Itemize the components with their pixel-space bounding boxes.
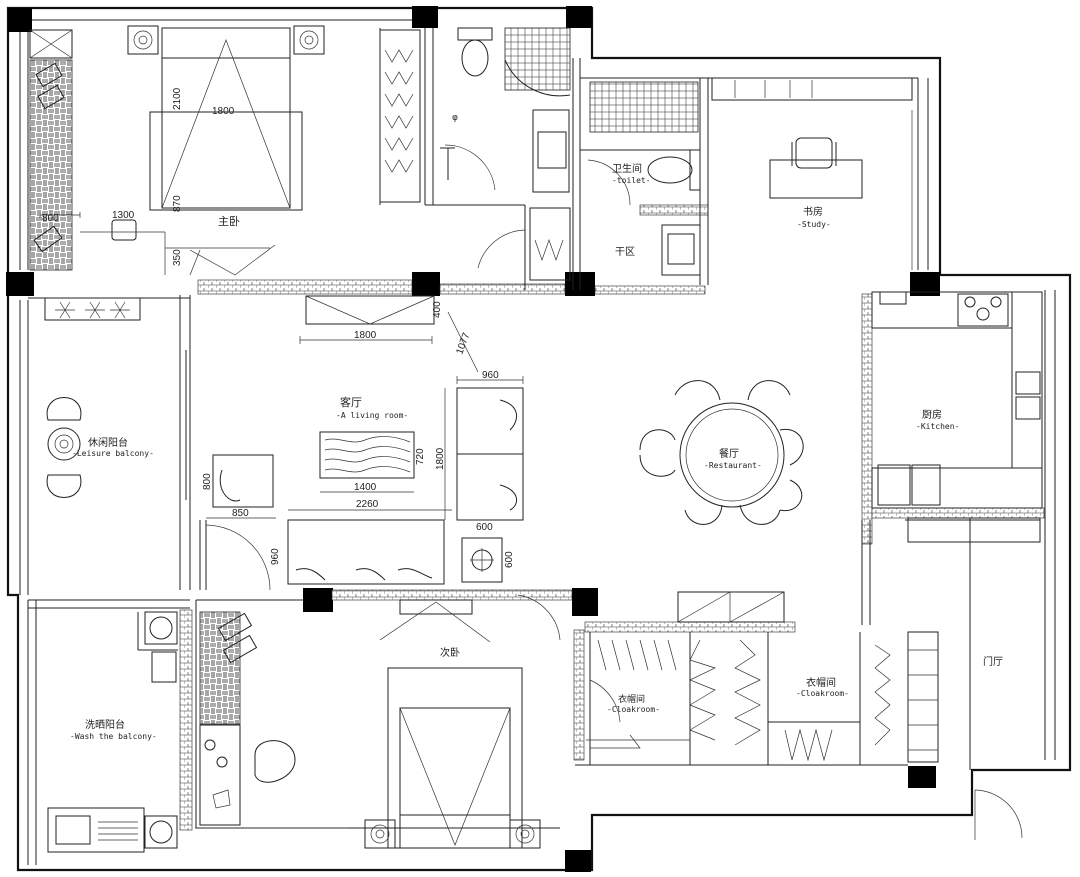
- leisure-balcony: 休闲阳台 -Leisure balcony-: [44, 297, 187, 500]
- svg-text:φ: φ: [452, 113, 458, 123]
- room-label-kitchen: 厨房: [922, 408, 942, 421]
- toilet-icon: [647, 149, 701, 191]
- dim-master-1300: 1300: [112, 210, 135, 221]
- living-room: 1800 400 1077 960 1800 720 1400 800 850 …: [199, 295, 524, 591]
- dim-tv-depth: 400: [432, 301, 443, 318]
- room-label-study-en: -Study-: [797, 220, 831, 229]
- master-bathroom: φ: [440, 27, 571, 281]
- dim-rug-width: 1400: [354, 482, 377, 493]
- dim-master-350: 350: [172, 249, 183, 266]
- washing-machine-icon: [144, 611, 178, 849]
- dining-table: [679, 402, 785, 508]
- desk-chair-icon: [80, 219, 270, 275]
- room-label-second-bedroom: 次卧: [440, 646, 460, 659]
- dim-rug-height: 720: [415, 448, 426, 465]
- room-label-master-bedroom: 主卧: [218, 215, 240, 228]
- dim-sofa-length: 1800: [435, 447, 446, 470]
- dim-master-870: 870: [172, 195, 183, 212]
- cloakroom-2: 衣帽间 -Cloakroom-: [734, 631, 939, 763]
- plant-icon: [55, 301, 130, 319]
- dim-armchair-width: 850: [232, 508, 249, 519]
- dim-sofa-depth: 960: [482, 370, 499, 381]
- side-table: [461, 537, 503, 583]
- structural-columns: [6, 6, 940, 872]
- room-label-cloakroom-2: 衣帽间: [806, 676, 836, 689]
- dry-area: 干区: [615, 224, 701, 276]
- room-label-dry-area: 干区: [615, 246, 635, 258]
- second-bedroom: 次卧: [195, 594, 561, 849]
- study-room: 书房 -Study-: [711, 77, 913, 270]
- master-bedroom: 800 1300 1800 2100 870 350 主卧: [29, 25, 421, 276]
- room-label-cloakroom-1: 衣帽间: [618, 693, 645, 705]
- coffee-table-icon: [47, 427, 81, 461]
- dim-diagonal: 1077: [454, 331, 472, 356]
- dining-room: 餐厅 -Restaurant-: [639, 380, 804, 623]
- tv-cabinet: [305, 295, 435, 325]
- room-label-living-room-en: -A living room-: [336, 411, 408, 420]
- room-label-cloakroom-1-en: -Cloakroom-: [607, 705, 660, 714]
- cloakroom-1: 衣帽间 -Cloakroom-: [586, 639, 716, 749]
- stove-icon: [957, 293, 1009, 327]
- master-bed: [149, 27, 303, 211]
- office-chair-icon: [791, 137, 837, 169]
- nightstand-icon: [364, 819, 541, 849]
- dim-bottom-sofa-depth: 960: [270, 548, 281, 565]
- shower-icon: [504, 27, 571, 97]
- room-label-foyer: 门厅: [983, 655, 1003, 668]
- room-label-study: 书房: [803, 205, 823, 218]
- toilet-room: 卫生间 -toilet-: [587, 81, 701, 206]
- armchair-icon: [254, 740, 296, 783]
- sink-icon: [532, 109, 570, 193]
- armchair: [212, 454, 274, 508]
- lounge-chair-icon: [217, 612, 258, 664]
- dim-tv-width: 1800: [354, 330, 377, 341]
- dressing-table: [199, 724, 241, 826]
- dining-chair-icon: [639, 380, 804, 525]
- room-label-dining-room-en: -Restaurant-: [704, 461, 762, 470]
- area-rug: [319, 431, 415, 479]
- second-bed: [387, 667, 523, 849]
- room-label-leisure-balcony: 休闲阳台: [88, 436, 128, 449]
- sink-icon: [661, 224, 701, 276]
- room-label-kitchen-en: -Kitchen-: [916, 422, 959, 431]
- dim-side-table-h: 600: [504, 551, 515, 568]
- lounge-chair-icon: [46, 397, 82, 498]
- sink-icon: [1015, 371, 1041, 420]
- outer-walls: [6, 6, 1072, 872]
- dim-master-bed-length: 2100: [172, 87, 183, 110]
- room-label-toilet: 卫生间: [612, 162, 642, 175]
- room-label-wash-balcony: 洗晒阳台: [85, 718, 125, 731]
- sofa-bottom: [287, 519, 445, 585]
- room-label-cloakroom-2-en: -Cloakroom-: [796, 689, 849, 698]
- dim-living-total: 2260: [356, 499, 379, 510]
- room-label-toilet-en: -toilet-: [612, 176, 651, 185]
- sink-icon: [47, 807, 145, 853]
- dim-armchair-height: 800: [202, 473, 213, 490]
- dim-side-table-w: 600: [476, 522, 493, 533]
- room-label-leisure-balcony-en: -Leisure balcony-: [72, 449, 154, 458]
- toilet-icon: [457, 27, 493, 77]
- wash-balcony: 洗晒阳台 -Wash the balcony-: [47, 611, 178, 853]
- sofa-right: [456, 387, 524, 521]
- foyer: 门厅: [905, 517, 1041, 840]
- dim-master-bed-width: 1800: [212, 106, 235, 117]
- nightstand-icon: [127, 25, 325, 55]
- kitchen: 厨房 -Kitchen-: [871, 291, 1043, 509]
- dim-master-800: 800: [42, 213, 59, 224]
- wardrobe-icon: [379, 29, 421, 203]
- room-label-wash-balcony-en: -Wash the balcony-: [70, 732, 157, 741]
- lounge-chair-icon: [33, 62, 65, 253]
- room-label-living-room: 客厅: [340, 395, 362, 409]
- room-label-dining-room: 餐厅: [719, 447, 739, 460]
